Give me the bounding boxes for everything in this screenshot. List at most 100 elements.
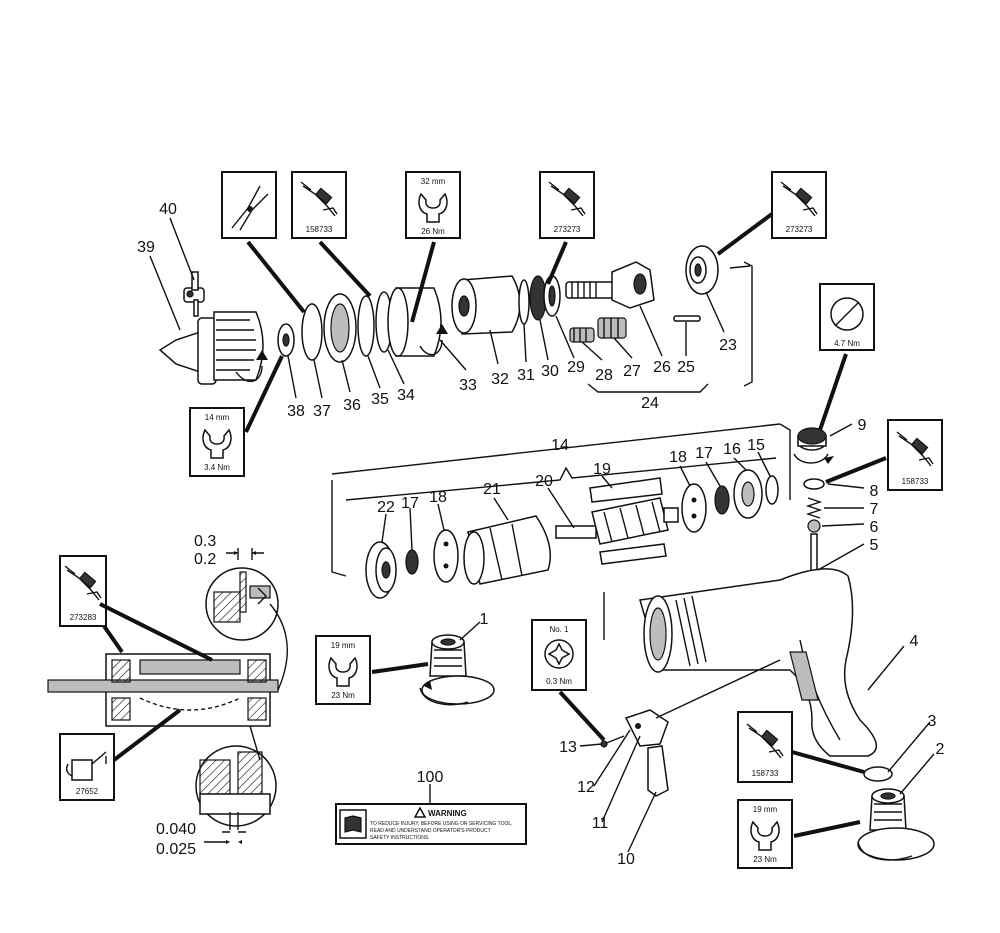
callout-6: 6 [870, 519, 879, 536]
callout-18b: 18 [669, 449, 687, 466]
wrench-torque: 26 Nm [421, 227, 445, 236]
part-31-washer [518, 279, 530, 325]
warning-line-2: READ AND UNDERSTAND OPERATOR'S PRODUCT [370, 828, 491, 834]
grease-code: 158733 [902, 477, 929, 486]
callout-21: 21 [483, 481, 501, 498]
grease-code: 273273 [554, 225, 581, 234]
callout-39: 39 [137, 239, 155, 256]
tolerance-labels: 0.3 0.2 0.040 0.025 [156, 533, 216, 858]
warning-line-1: TO REDUCE INJURY, BEFORE USING OR SERVIC… [370, 821, 513, 827]
part-5-valve-stem [810, 533, 818, 573]
callout-28: 28 [595, 367, 613, 384]
callout-40: 40 [159, 201, 177, 218]
callout-25: 25 [677, 359, 695, 376]
callout-11: 11 [592, 815, 609, 832]
callout-34: 34 [397, 387, 415, 404]
tolerance-top-b: 0.2 [194, 551, 216, 568]
callout-29: 29 [567, 359, 585, 376]
callout-15: 15 [747, 437, 765, 454]
callout-27: 27 [623, 363, 641, 380]
tool-box-oil-can: 27652 [59, 733, 115, 801]
warning-title: WARNING [428, 809, 467, 818]
screwdriver-slot-icon [830, 297, 864, 331]
part-22-end-plate [365, 541, 397, 599]
part-29-bearing [543, 275, 561, 317]
part-100-warning-label: WARNING TO REDUCE INJURY, BEFORE USING O… [335, 803, 527, 845]
callout-33: 33 [459, 377, 477, 394]
callout-32: 32 [491, 371, 509, 388]
wrench-torque: 23 Nm [331, 691, 355, 700]
callout-17a: 17 [401, 495, 419, 512]
part-13-screw [600, 735, 625, 748]
callout-numbers: 40 39 38 37 36 35 34 33 32 31 30 29 28 2… [137, 201, 944, 868]
torx-torque: 0.3 Nm [546, 677, 572, 686]
callout-14: 14 [551, 437, 569, 454]
tool-box-wrench-19-a: 19 mm 23 Nm [315, 635, 371, 705]
wrench-size: 19 mm [753, 805, 778, 814]
part-39-chuck [158, 311, 268, 385]
callout-30: 30 [541, 363, 559, 380]
callout-100: 100 [417, 769, 444, 786]
callout-9: 9 [858, 417, 867, 434]
part-4-housing [603, 568, 877, 757]
grease-code: 158733 [752, 769, 779, 778]
part-23-bearing [685, 245, 719, 295]
callout-7: 7 [870, 501, 879, 518]
part-6-ball [807, 519, 821, 533]
callout-17b: 17 [695, 445, 713, 462]
torx-size: No. 1 [549, 625, 569, 634]
torx-icon [544, 639, 574, 669]
wrench-torque: 3.4 Nm [204, 463, 230, 472]
warning-line-3: SAFETY INSTRUCTIONS. [370, 835, 430, 841]
part-33-gear-housing [387, 287, 448, 357]
part-3-o-ring [863, 766, 893, 782]
motor-cross-section [47, 548, 288, 844]
grease-code: 158733 [306, 225, 333, 234]
pliers-icon [231, 185, 269, 231]
part-9-plug [793, 427, 834, 464]
part-19-vanes [589, 477, 667, 565]
wrench-size: 19 mm [331, 641, 356, 650]
chuck-assembly [158, 245, 753, 393]
callout-37: 37 [313, 403, 331, 420]
tool-box-torx: No. 1 0.3 Nm [531, 619, 587, 691]
tolerance-top-a: 0.3 [194, 533, 216, 550]
part-18-front-plate [681, 483, 707, 533]
callout-5: 5 [870, 537, 879, 554]
part-32-gear-housing [451, 275, 521, 335]
callout-35: 35 [371, 391, 389, 408]
callout-31: 31 [517, 367, 535, 384]
part-21-cylinder [463, 515, 551, 585]
tool-box-grease-158733-c: 158733 [737, 711, 793, 783]
inlet-parts [419, 634, 935, 861]
tool-box-screwdriver: 4.7 Nm [819, 283, 875, 351]
leader-lines [149, 217, 935, 853]
callout-10: 10 [617, 851, 635, 868]
callout-2: 2 [936, 741, 945, 758]
part-8-o-ring [803, 478, 825, 490]
callout-24: 24 [641, 395, 659, 412]
tolerance-bottom-a: 0.040 [156, 821, 196, 838]
callout-26: 26 [653, 359, 671, 376]
tool-box-grease-273273-b: 273273 [771, 171, 827, 239]
tool-box-wrench-32: 32 mm 26 Nm [405, 171, 461, 239]
callout-3: 3 [928, 713, 937, 730]
tool-box-wrench-14: 14 mm 3.4 Nm [189, 407, 245, 477]
wrench-torque: 23 Nm [753, 855, 777, 864]
part-7-spring [805, 497, 823, 519]
motor-assembly [331, 423, 791, 599]
part-17-bearing [405, 549, 419, 575]
screwdriver-torque: 4.7 Nm [834, 339, 860, 348]
wrench-size: 32 mm [421, 177, 446, 186]
part-15-washer [765, 475, 779, 505]
callout-4: 4 [910, 633, 919, 650]
grease-code: 273283 [70, 613, 97, 622]
callout-38: 38 [287, 403, 305, 420]
part-2-inlet [857, 788, 935, 861]
callout-36: 36 [343, 397, 361, 414]
part-40-chuck-key [183, 271, 205, 317]
part-27-planet-gear [597, 317, 627, 339]
part-18-rear-plate [433, 529, 459, 583]
part-10-trigger [647, 745, 669, 797]
